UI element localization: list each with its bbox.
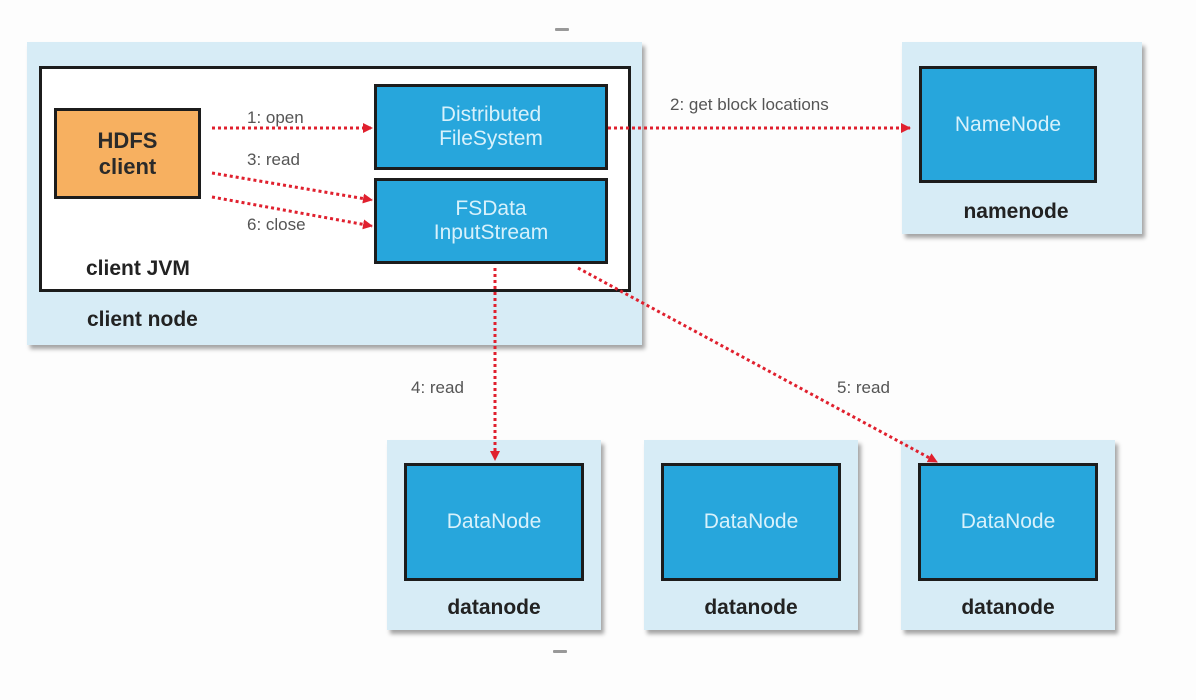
edge-label-close: 6: close bbox=[247, 215, 306, 234]
namenode-label: namenode bbox=[963, 200, 1069, 223]
edge-label-open: 1: open bbox=[247, 108, 304, 127]
datanode-3-component: DataNode bbox=[918, 463, 1098, 581]
datanode-2: DataNode datanode bbox=[644, 440, 858, 630]
namenode: NameNode namenode bbox=[902, 42, 1142, 234]
datanode-2-label: datanode bbox=[704, 596, 798, 619]
arrow-read-5 bbox=[577, 266, 938, 464]
datanode-1: DataNode datanode bbox=[387, 440, 601, 630]
client-node: HDFS client Distributed FileSystem FSDat… bbox=[27, 42, 642, 345]
arrow-read-3 bbox=[211, 171, 373, 204]
datanode-3: DataNode datanode bbox=[901, 440, 1115, 630]
datanode-1-component: DataNode bbox=[404, 463, 584, 581]
datanode-2-component: DataNode bbox=[661, 463, 841, 581]
datanode-1-label: datanode bbox=[447, 596, 541, 619]
client-jvm: HDFS client Distributed FileSystem FSDat… bbox=[39, 66, 631, 292]
datanode-3-label: datanode bbox=[961, 596, 1055, 619]
top-marker bbox=[555, 28, 569, 31]
bottom-marker bbox=[553, 650, 567, 653]
edge-label-get-block-locations: 2: get block locations bbox=[670, 95, 829, 114]
distributed-filesystem: Distributed FileSystem bbox=[374, 84, 608, 170]
edge-label-read-5: 5: read bbox=[837, 378, 890, 397]
hdfs-client: HDFS client bbox=[54, 108, 201, 199]
client-node-label: client node bbox=[87, 308, 198, 331]
edge-label-read-3: 3: read bbox=[247, 150, 300, 169]
client-jvm-label: client JVM bbox=[86, 257, 190, 280]
fsdata-inputstream: FSData InputStream bbox=[374, 178, 608, 264]
namenode-component: NameNode bbox=[919, 66, 1097, 183]
edge-label-read-4: 4: read bbox=[411, 378, 464, 397]
